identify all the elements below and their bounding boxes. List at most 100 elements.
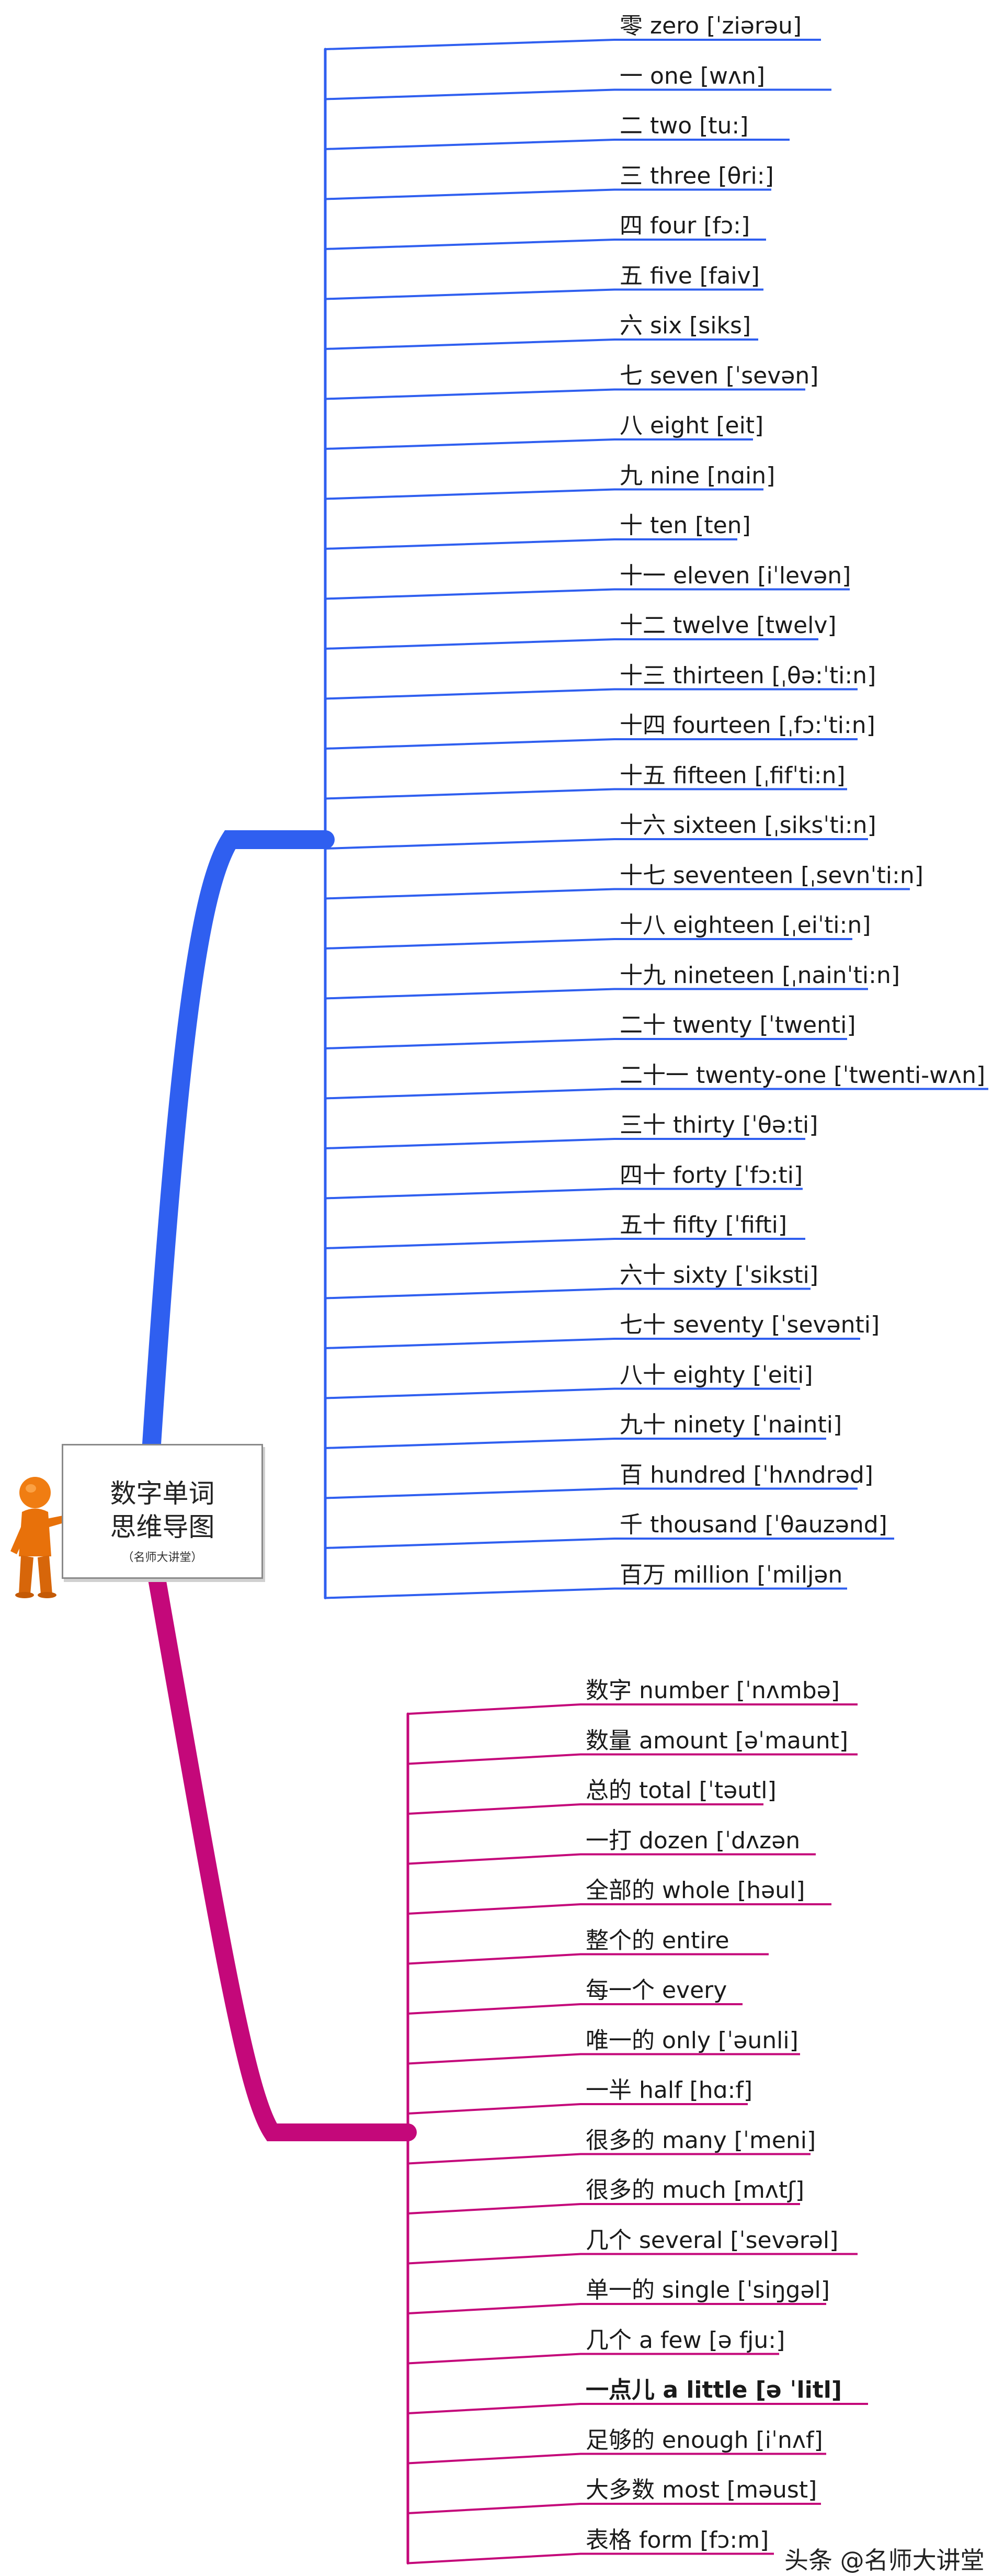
numbers-leaf[interactable]: 七十 seventy [ˈsevənti] <box>620 1312 880 1338</box>
quantity-words-connector <box>407 1753 858 1765</box>
numbers-connector <box>325 1238 805 1249</box>
numbers-connector <box>325 738 858 750</box>
numbers-leaf[interactable]: 一 one [wʌn] <box>620 62 766 89</box>
numbers-connector <box>325 888 910 900</box>
numbers-leaf[interactable]: 二十一 twenty-one [ˈtwenti-wʌn] <box>620 1061 986 1089</box>
numbers-leaf[interactable]: 十一 eleven [iˈlevən] <box>620 562 851 589</box>
numbers-leaf[interactable]: 二 two [tu:] <box>620 112 749 139</box>
quantity-words-connector <box>407 2103 748 2115</box>
numbers-connector <box>325 388 805 400</box>
quantity-words-connector <box>407 2303 826 2314</box>
quantity-words-leaf[interactable]: 一点儿 a little [ə ˈlitl] <box>586 2377 842 2403</box>
numbers-connector <box>325 1188 803 1200</box>
numbers-connector <box>325 239 766 250</box>
numbers-leaf[interactable]: 九十 ninety [ˈnainti] <box>620 1411 842 1438</box>
quantity-words-leaf[interactable]: 总的 total [ˈtəutl] <box>586 1777 777 1804</box>
numbers-connector <box>325 688 858 700</box>
numbers-leaf[interactable]: 十九 nineteen [ˌnainˈti:n] <box>620 962 900 989</box>
numbers-leaf[interactable]: 十五 fifteen [ˌfifˈti:n] <box>620 762 846 789</box>
quantity-words-leaf[interactable]: 单一的 single [ˈsiŋgəl] <box>586 2277 830 2303</box>
numbers-connector <box>325 39 821 50</box>
quantity-words-leaf[interactable]: 全部的 whole [həul] <box>586 1877 805 1904</box>
central-topic-subtitle: （名师大讲堂） <box>122 1551 203 1564</box>
quantity-words-leaf[interactable]: 很多的 many [ˈmeni] <box>586 2127 816 2154</box>
numbers-connector <box>325 1438 826 1449</box>
central-topic-title: 数字单词 思维导图 <box>63 1477 261 1544</box>
numbers-leaf[interactable]: 五 five [faiv] <box>620 262 760 289</box>
quantity-words-leaf[interactable]: 几个 several [ˈsevərəl] <box>586 2227 839 2254</box>
numbers-connector <box>325 1088 988 1100</box>
numbers-connector <box>325 338 758 350</box>
quantity-words-leaf[interactable]: 表格 form [fɔ:m] <box>586 2526 769 2554</box>
numbers-leaf[interactable]: 二十 twenty [ˈtwenti] <box>620 1012 856 1038</box>
numbers-leaf[interactable]: 十三 thirteen [ˌθə:ˈti:n] <box>620 662 876 689</box>
quantity-words-connector <box>407 1953 769 1965</box>
quantity-words-connector <box>407 2003 743 2015</box>
quantity-words-connector <box>407 1703 858 1715</box>
quantity-words-leaf[interactable]: 大多数 most [məust] <box>586 2477 817 2503</box>
quantity-words-connector <box>407 1803 763 1815</box>
quantity-words-leaf[interactable]: 唯一的 only [ˈəunli] <box>586 2027 798 2054</box>
numbers-connector <box>325 638 818 650</box>
numbers-connector <box>325 1338 860 1349</box>
quantity-words-leaf[interactable]: 一半 half [hɑ:f] <box>586 2077 752 2104</box>
numbers-leaf[interactable]: 三 three [θri:] <box>620 162 774 189</box>
numbers-connector <box>325 588 850 600</box>
numbers-connector <box>325 1587 847 1599</box>
numbers-leaf[interactable]: 十七 seventeen [ˌsevnˈti:n] <box>620 862 923 889</box>
numbers-leaf[interactable]: 十四 fourteen [ˌfɔ:ˈti:n] <box>620 712 875 739</box>
numbers-connector <box>325 988 868 1000</box>
numbers-leaf[interactable]: 十 ten [ten] <box>620 512 751 539</box>
numbers-leaf[interactable]: 三十 thirty [ˈθə:ti] <box>620 1112 818 1138</box>
quantity-words-connector <box>407 2552 774 2564</box>
numbers-leaf[interactable]: 十二 twelve [twelv] <box>620 612 837 639</box>
central-topic-board[interactable]: 数字单词 思维导图 （名师大讲堂） <box>62 1444 263 1579</box>
quantity-words-leaf[interactable]: 数量 amount [əˈmaunt] <box>586 1727 849 1754</box>
numbers-connector <box>325 538 737 550</box>
quantity-words-connector <box>407 2503 821 2514</box>
numbers-leaf[interactable]: 八 eight [eit] <box>620 412 764 439</box>
quantity-words-leaf[interactable]: 很多的 much [mʌtʃ] <box>586 2177 805 2204</box>
numbers-connector <box>325 1538 894 1549</box>
numbers-leaf[interactable]: 十六 sixteen [ˌsiksˈti:n] <box>620 812 876 839</box>
numbers-main-branch <box>142 830 335 1453</box>
numbers-leaf[interactable]: 五十 fifty [ˈfifti] <box>620 1212 788 1238</box>
numbers-leaf[interactable]: 六 six [siks] <box>620 312 751 339</box>
quantity-words-leaf[interactable]: 几个 a few [ə fju:] <box>586 2326 785 2354</box>
presenter-figure-icon <box>10 1477 74 1598</box>
numbers-connector <box>325 438 753 450</box>
central-topic-title-line2: 思维导图 <box>110 1512 215 1542</box>
numbers-leaf[interactable]: 六十 sixty [ˈsiksti] <box>620 1261 818 1289</box>
quantity-words-leaf[interactable]: 一打 dozen [ˈdʌzən <box>586 1827 801 1854</box>
quantity-words-connector <box>407 2403 868 2414</box>
quantity-words-connector <box>407 2203 800 2215</box>
numbers-leaf[interactable]: 九 nine [nɑin] <box>620 462 775 489</box>
numbers-connector <box>325 1138 805 1149</box>
numbers-leaf[interactable]: 百万 million [ˈmiljən <box>620 1561 843 1588</box>
numbers-leaf[interactable]: 四 four [fɔ:] <box>620 212 750 239</box>
quantity-words-connector <box>407 2053 800 2065</box>
quantity-words-connector <box>407 2253 858 2265</box>
numbers-connector <box>325 838 868 850</box>
quantity-words-leaf[interactable]: 数字 number [ˈnʌmbə] <box>586 1677 840 1704</box>
quantity-words-connector <box>407 2453 826 2465</box>
numbers-leaf[interactable]: 八十 eighty [ˈeiti] <box>620 1361 813 1388</box>
quantity-words-leaf[interactable]: 整个的 entire <box>586 1927 729 1954</box>
numbers-leaf[interactable]: 百 hundred [ˈhʌndrəd] <box>620 1461 873 1488</box>
numbers-connector <box>325 1487 858 1499</box>
numbers-leaf[interactable]: 十八 eighteen [ˌeiˈti:n] <box>620 912 871 939</box>
numbers-leaf[interactable]: 四十 forty [ˈfɔ:ti] <box>620 1161 803 1189</box>
numbers-leaf[interactable]: 零 zero [ˈziərəu] <box>620 13 802 39</box>
numbers-leaf[interactable]: 七 seven [ˈsevən] <box>620 362 819 389</box>
quantity-words-leaf[interactable]: 足够的 enough [iˈnʌf] <box>586 2426 823 2454</box>
numbers-connector <box>325 288 763 300</box>
quantity-words-leaf[interactable]: 每一个 every <box>586 1977 727 2004</box>
numbers-connector <box>325 88 831 100</box>
quantity-words-connector <box>407 1853 816 1865</box>
numbers-connector <box>325 488 763 500</box>
numbers-leaf[interactable]: 千 thousand [ˈθauzənd] <box>620 1511 887 1538</box>
watermark: 头条 @名师大讲堂 <box>784 2546 985 2574</box>
numbers-connector <box>325 788 847 800</box>
